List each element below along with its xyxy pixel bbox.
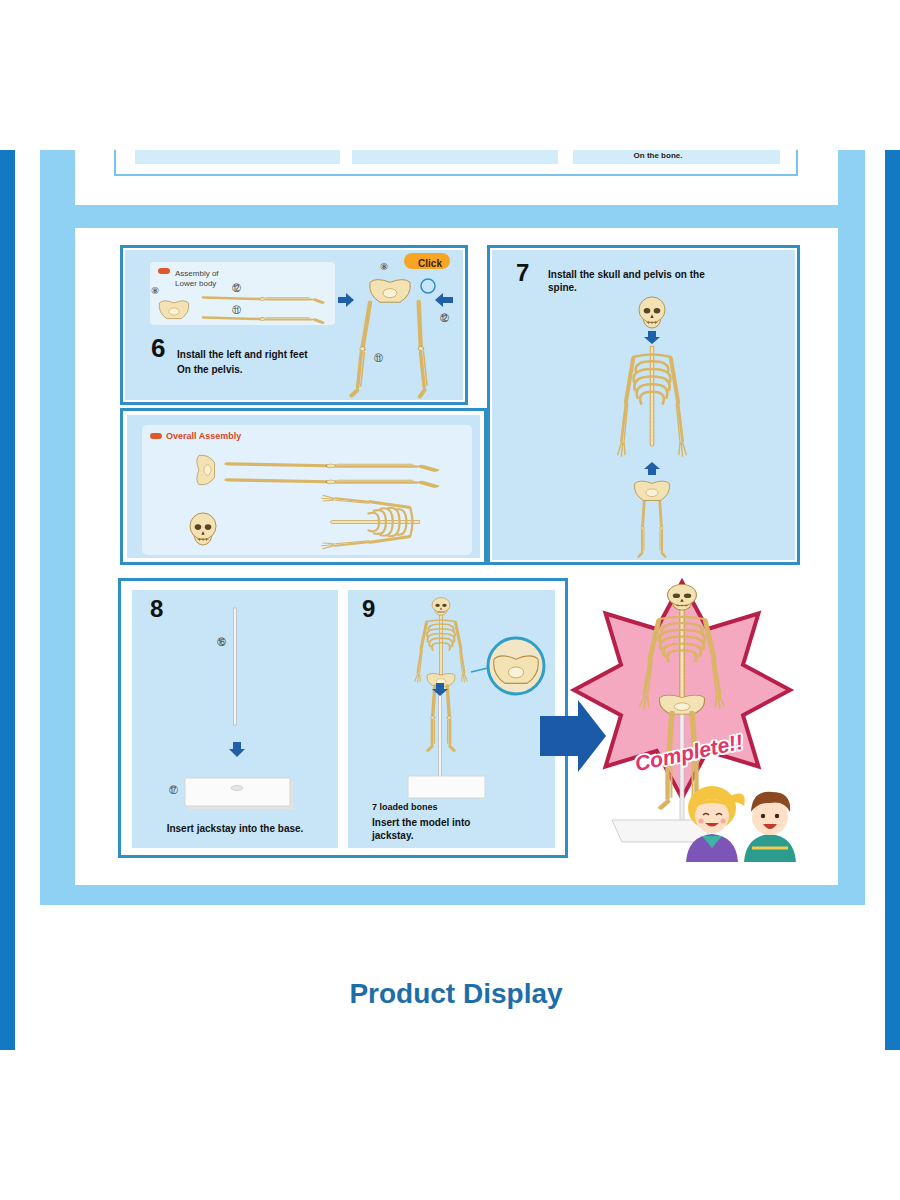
step-box: On the bone. [573, 150, 780, 165]
step-text: Install the skull and pelvis on the spin… [548, 268, 718, 294]
step-panel: 8Insert jackstay into the base. [132, 590, 338, 848]
step-number: 9 [362, 596, 388, 622]
callout-number: ⑰ [169, 786, 178, 795]
step-number: 8 [150, 596, 176, 622]
step-panel: 9 7 loaded bonesInsert the model into jac… [348, 590, 555, 848]
jackstay-base [185, 608, 293, 809]
step-number: 7 [516, 260, 542, 286]
lower-body-parts [158, 268, 453, 397]
step-text: Insert jackstay into the base. [142, 822, 328, 835]
step-text: Overall Assembly [166, 431, 296, 442]
callout-number: ⑪ [232, 306, 241, 315]
sub-panel: Overall Assembly [142, 425, 472, 555]
step-text: Assembly of Lower body [175, 269, 235, 288]
callout-number: ⑪ [374, 354, 383, 363]
complete-figure [574, 582, 790, 842]
model-on-stand [408, 598, 544, 798]
next-arrow [540, 700, 606, 772]
kid-girl [686, 786, 745, 862]
kid-boy [744, 792, 796, 862]
step-grounds [120, 245, 801, 857]
sub-panel: Assembly of Lower body [153, 265, 338, 328]
click-badge: Click [407, 256, 457, 272]
previous-steps [115, 150, 797, 175]
callout-number: ⑯ [217, 638, 226, 647]
page-ground [0, 150, 900, 1050]
step-text: Insert the model into jackstay. [372, 816, 492, 842]
callout-number: ⑫ [232, 284, 241, 293]
step-text: Click [407, 258, 453, 270]
step-text: On the bone. [593, 152, 723, 161]
step-box: 6Install the left and right feet On the … [120, 245, 468, 405]
step-text: Install the left and right feet On the p… [177, 347, 315, 377]
section-title: Product Display [6, 977, 900, 1011]
step-box: 7Install the skull and pelvis on the spi… [487, 245, 800, 565]
step-text: 7 loaded bones [372, 802, 532, 814]
callout-number: ⑧ [380, 263, 388, 272]
callout-number: ⑧ [151, 287, 159, 296]
skeleton-assembly [618, 297, 686, 557]
callout-number: ⑫ [440, 314, 449, 323]
overall-parts [150, 433, 435, 549]
step-number: 6 [151, 334, 175, 363]
